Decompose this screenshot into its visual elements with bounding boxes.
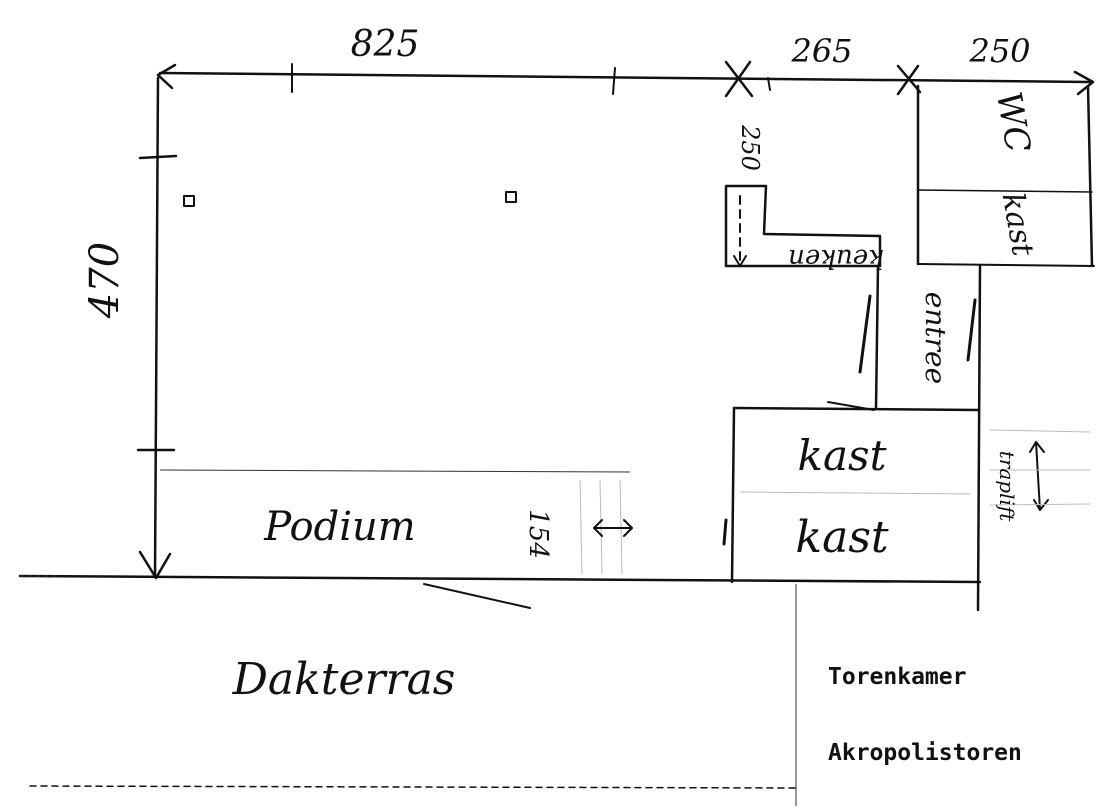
caption-subtitle: Akropolistoren [828,740,1022,766]
kast-block [722,406,980,584]
room-label-entree: entree [919,292,952,384]
traplift-arrow [989,429,1091,511]
caption-title: Torenkamer [828,664,966,690]
room-label-traplift: traplift [995,451,1019,523]
main-room-outline [18,84,1095,584]
room-label-kast-top: kast [798,431,887,480]
room-label-keuken: keuken [788,243,884,273]
dimension-top-right: 250 [968,32,1030,70]
room-label-dakterras: Dakterras [232,654,456,705]
left-dimension-line [136,76,178,580]
room-label-wc: WC [988,89,1038,156]
room-label-podium: Podium [263,504,415,550]
dimension-left-height: 470 [82,242,128,319]
podium-edge [159,469,633,609]
column-marker [183,195,195,207]
tower-boundaries [20,575,797,806]
dimension-top-mid: 265 [790,32,852,70]
dimension-podium-depth: 154 [523,509,553,559]
room-label-kast-wc: kast [995,190,1041,260]
kitchen-counter [724,184,882,268]
top-dimension-line [156,60,1095,98]
dimension-top-main: 825 [351,24,420,65]
dimension-kitchen-depth: 250 [736,124,764,171]
column-marker [505,191,517,203]
room-label-kast-bottom: kast [795,512,888,563]
